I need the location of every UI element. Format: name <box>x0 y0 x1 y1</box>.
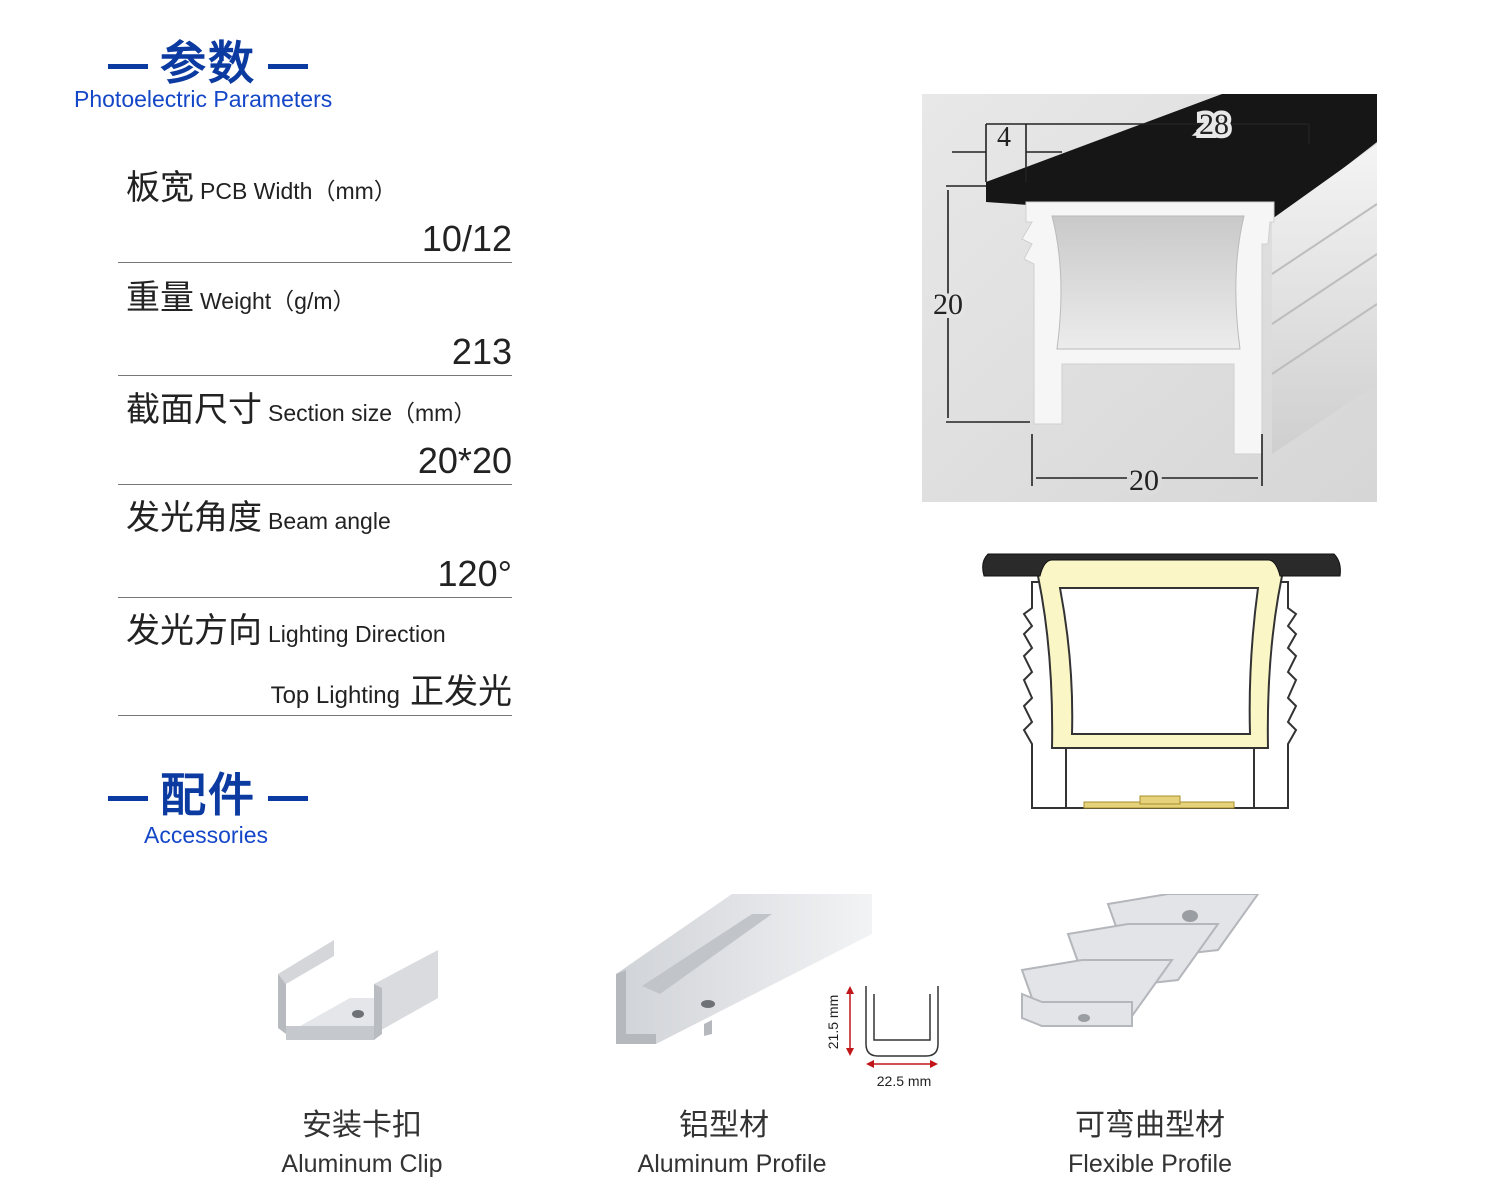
param-value-cn: 正发光 <box>410 672 512 712</box>
dimension-lines <box>946 123 1310 486</box>
param-value: 120° <box>437 553 512 594</box>
aluminum-clip-image <box>278 940 438 1040</box>
param-label-en: PCB Width（mm） <box>200 178 397 204</box>
title-dash-left <box>108 796 148 801</box>
profile-channel <box>642 914 772 994</box>
accessory-caption-cn: 安装卡扣 <box>302 1108 422 1143</box>
clip-right-front <box>374 984 382 1040</box>
param-value: 10/12 <box>421 218 512 259</box>
profile-3d-dimension-drawing: 4 28 20 20 <box>922 94 1377 502</box>
param-label-cn: 发光方向 <box>126 611 262 651</box>
profile-front-face <box>616 970 656 1044</box>
title-dash-right <box>268 796 308 801</box>
param-label-cn: 截面尺寸 <box>126 390 262 430</box>
param-label-en: Weight（g/m） <box>200 288 356 314</box>
clip-left-wall <box>278 974 286 1034</box>
params-section-title: 参数 <box>108 40 320 86</box>
dim-height: 20 <box>933 288 963 321</box>
param-label-en: Beam angle <box>268 508 391 534</box>
accessories-section-subtitle: Accessories <box>144 822 268 848</box>
cross-section-cover <box>982 553 1341 577</box>
accessory-caption-en: Aluminum Clip <box>281 1150 443 1178</box>
clip-back-face <box>278 940 334 984</box>
dim-width-arrow-left <box>866 1060 874 1068</box>
params-title-text: 参数 <box>160 36 256 90</box>
profile-screw-hole <box>701 1000 715 1008</box>
accessory-caption-cn: 可弯曲型材 <box>1075 1108 1225 1143</box>
accessory-caption-cn: 铝型材 <box>679 1108 769 1143</box>
profile-cross-section <box>982 553 1341 809</box>
dim-bottom-width: 20 <box>1129 464 1159 497</box>
param-label-en: Section size（mm） <box>268 400 477 426</box>
dim-height-arrow-top <box>846 986 854 994</box>
title-dash-left <box>108 64 148 69</box>
param-value: Top Lighting 正发光 <box>271 664 512 713</box>
dim-top-offset: 4 <box>997 122 1011 153</box>
front-cavity <box>1051 215 1245 350</box>
profile-section-outline <box>865 986 939 1057</box>
accessories-title-text: 配件 <box>160 768 256 822</box>
clip-base-front <box>286 1026 374 1040</box>
param-label-cn: 重量 <box>126 278 194 318</box>
profile-body <box>616 894 872 1044</box>
param-value: 213 <box>451 331 512 372</box>
cross-section-led <box>1139 795 1181 805</box>
accessory-caption-en: Flexible Profile <box>1068 1150 1232 1178</box>
accessory-caption-clip: 安装卡扣 Aluminum Clip <box>212 1100 512 1179</box>
flexible-profile-image <box>1020 894 1260 1028</box>
param-value: 20*20 <box>417 440 512 481</box>
param-label-cn: 板宽 <box>126 168 194 208</box>
clip-right-wall <box>374 950 438 1034</box>
title-dash-right <box>268 64 308 69</box>
side-ribs <box>1271 203 1377 375</box>
flex-hole-1 <box>1182 910 1198 922</box>
dim-top-width: 28 <box>1199 108 1229 141</box>
cross-section-cavity <box>1058 587 1260 735</box>
flex-segment-front <box>1021 992 1133 1027</box>
dim-width-label: 22.5 mm <box>877 1073 931 1089</box>
aluminum-profile-image: 21.5 mm 22.5 mm <box>616 894 939 1089</box>
profile-right-front <box>704 1020 712 1036</box>
param-label-en: Lighting Direction <box>268 621 446 647</box>
param-value-en: Top Lighting <box>270 682 400 709</box>
params-section-subtitle: Photoelectric Parameters <box>74 86 333 112</box>
accessory-caption-flexible: 可弯曲型材 Flexible Profile <box>1000 1100 1300 1179</box>
accessory-caption-en: Aluminum Profile <box>637 1150 827 1178</box>
param-label-cn: 发光角度 <box>126 498 262 538</box>
accessory-caption-profile: 铝型材 Aluminum Profile <box>582 1100 882 1179</box>
cover-strip <box>986 94 1377 222</box>
accessories-section-title: 配件 <box>108 772 320 818</box>
clip-screw-hole <box>352 1010 364 1018</box>
dim-width-arrow-right <box>930 1060 938 1068</box>
dim-height-label: 21.5 mm <box>825 995 841 1049</box>
flex-hole-2 <box>1078 1014 1090 1022</box>
dim-height-arrow-bottom <box>846 1048 854 1056</box>
